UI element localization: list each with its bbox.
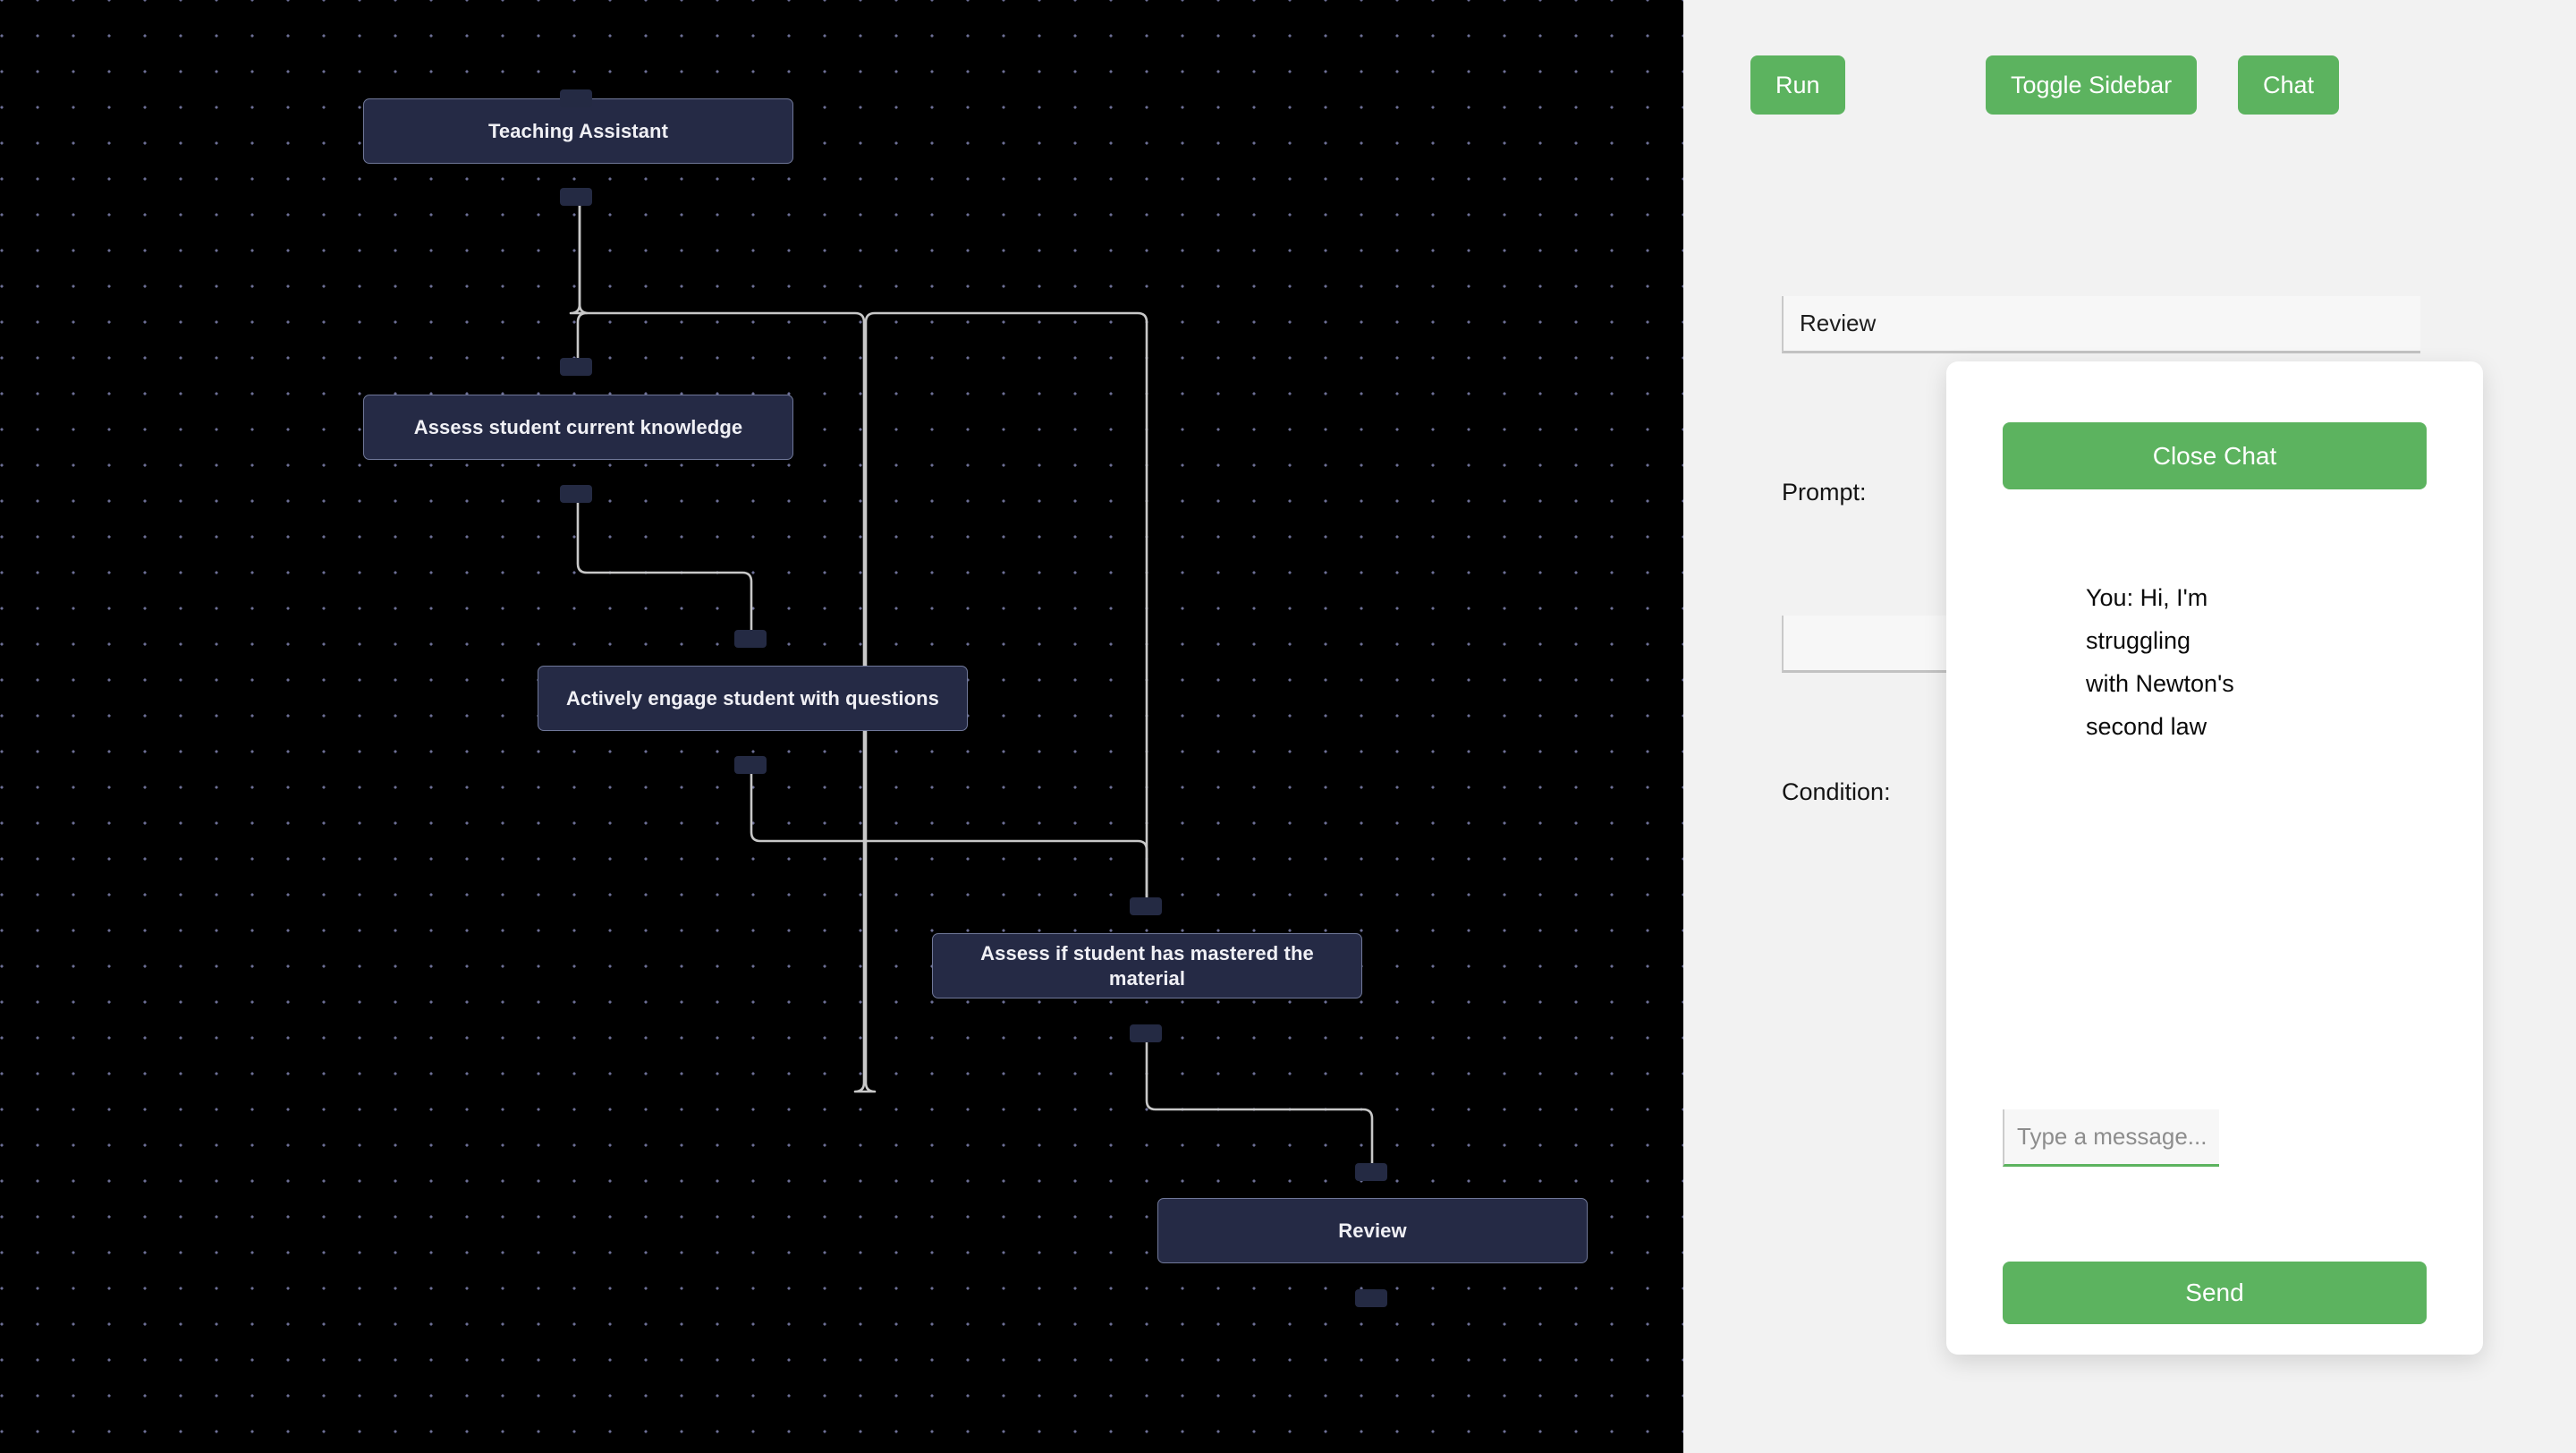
edge-n1-n2 [569,204,589,374]
flow-node-assess-current-knowledge[interactable]: Assess student current knowledge [363,395,793,460]
edge-n2-n3 [576,501,753,646]
node-handle-target[interactable] [1130,897,1162,915]
flow-node-engage-with-questions[interactable]: Actively engage student with questions [538,666,968,731]
prompt-label: Prompt: [1782,479,1867,506]
node-label: Assess if student has mastered the mater… [980,941,1314,990]
node-handle-source[interactable] [560,188,592,206]
node-label: Review [1338,1219,1407,1242]
toolbar: Run Toggle Sidebar Chat [1683,55,2576,118]
flow-node-assess-mastery[interactable]: Assess if student has mastered the mater… [932,933,1362,998]
flow-node-review[interactable]: Review [1157,1198,1588,1263]
chat-message-list: You: Hi, I'm struggling with Newton's se… [2003,576,2427,907]
chat-message-input[interactable] [2003,1109,2219,1167]
run-button[interactable]: Run [1750,55,1845,115]
node-handle-target[interactable] [734,630,767,648]
toggle-sidebar-button[interactable]: Toggle Sidebar [1986,55,2198,115]
node-handle-target[interactable] [560,358,592,376]
condition-label: Condition: [1782,778,1891,805]
flow-node-teaching-assistant[interactable]: Teaching Assistant [363,98,793,164]
chat-message: You: Hi, I'm struggling with Newton's se… [2086,584,2234,741]
node-handle-source[interactable] [734,756,767,774]
chat-panel: Close Chat You: Hi, I'm struggling with … [1946,361,2483,1355]
node-handle-source[interactable] [560,485,592,503]
send-button[interactable]: Send [2003,1262,2427,1324]
close-chat-button[interactable]: Close Chat [2003,422,2427,489]
node-handle-target[interactable] [1355,1163,1387,1181]
chat-button[interactable]: Chat [2238,55,2340,115]
node-label: Teaching Assistant [487,119,669,142]
node-handle-target[interactable] [560,89,592,107]
node-name-input[interactable] [1782,296,2420,353]
node-label: Assess student current knowledge [413,415,743,438]
flow-canvas[interactable]: Teaching Assistant Assess student curren… [0,0,1683,1453]
node-label: Actively engage student with questions [566,686,939,710]
edge-n4-n5 [1145,1038,1374,1178]
node-handle-source[interactable] [1355,1289,1387,1307]
edge-n3-n4 [750,770,1148,913]
node-handle-source[interactable] [1130,1024,1162,1042]
